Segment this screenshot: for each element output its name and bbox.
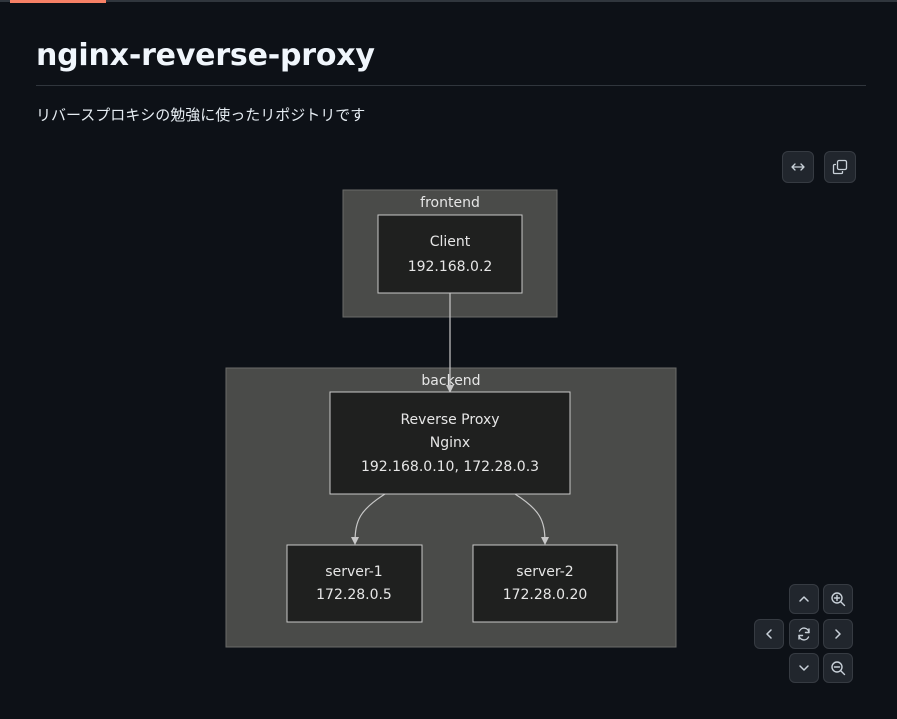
node-proxy[interactable]: Reverse Proxy Nginx 192.168.0.10, 172.28… [329, 391, 571, 495]
top-border [0, 0, 897, 2]
node-server-1-ip: 172.28.0.5 [316, 587, 392, 603]
repo-description: リバースプロキシの勉強に使ったリポジトリです [36, 106, 366, 124]
node-proxy-name: Reverse Proxy [400, 412, 499, 428]
node-server-2[interactable]: server-2 172.28.0.20 [472, 544, 618, 623]
copy-button[interactable] [824, 151, 856, 183]
pan-down-button[interactable] [789, 653, 819, 683]
copy-icon [832, 159, 848, 175]
zoom-in-icon [831, 592, 846, 607]
edge-proxy-server1 [351, 493, 386, 545]
node-server-2-name: server-2 [516, 564, 573, 580]
refresh-icon [798, 627, 810, 641]
pan-right-button[interactable] [823, 619, 853, 649]
title-divider [36, 85, 866, 86]
node-client[interactable]: Client 192.168.0.2 [377, 214, 523, 294]
expand-button[interactable] [782, 151, 814, 183]
node-client-ip: 192.168.0.2 [408, 259, 493, 275]
pan-up-button[interactable] [789, 584, 819, 614]
chevron-right-icon [835, 629, 841, 639]
node-server-1[interactable]: server-1 172.28.0.5 [286, 544, 423, 623]
pan-left-button[interactable] [754, 619, 784, 649]
subgraph-label-backend: backend [421, 373, 480, 389]
reset-view-button[interactable] [789, 619, 819, 649]
chevron-left-icon [766, 629, 772, 639]
zoom-in-button[interactable] [823, 584, 853, 614]
node-proxy-software: Nginx [430, 435, 470, 451]
arrows-horizontal-icon [791, 163, 805, 171]
node-proxy-ips: 192.168.0.10, 172.28.0.3 [361, 459, 539, 475]
chevron-down-icon [799, 665, 809, 671]
node-client-name: Client [430, 234, 471, 250]
zoom-out-icon [831, 661, 846, 676]
page-title: nginx-reverse-proxy [36, 38, 375, 73]
chevron-up-icon [799, 596, 809, 602]
active-tab-indicator [10, 0, 106, 3]
node-server-1-name: server-1 [325, 564, 382, 580]
subgraph-label-frontend: frontend [420, 195, 480, 211]
node-server-2-ip: 172.28.0.20 [503, 587, 588, 603]
zoom-out-button[interactable] [823, 653, 853, 683]
edge-proxy-server2 [514, 493, 549, 545]
